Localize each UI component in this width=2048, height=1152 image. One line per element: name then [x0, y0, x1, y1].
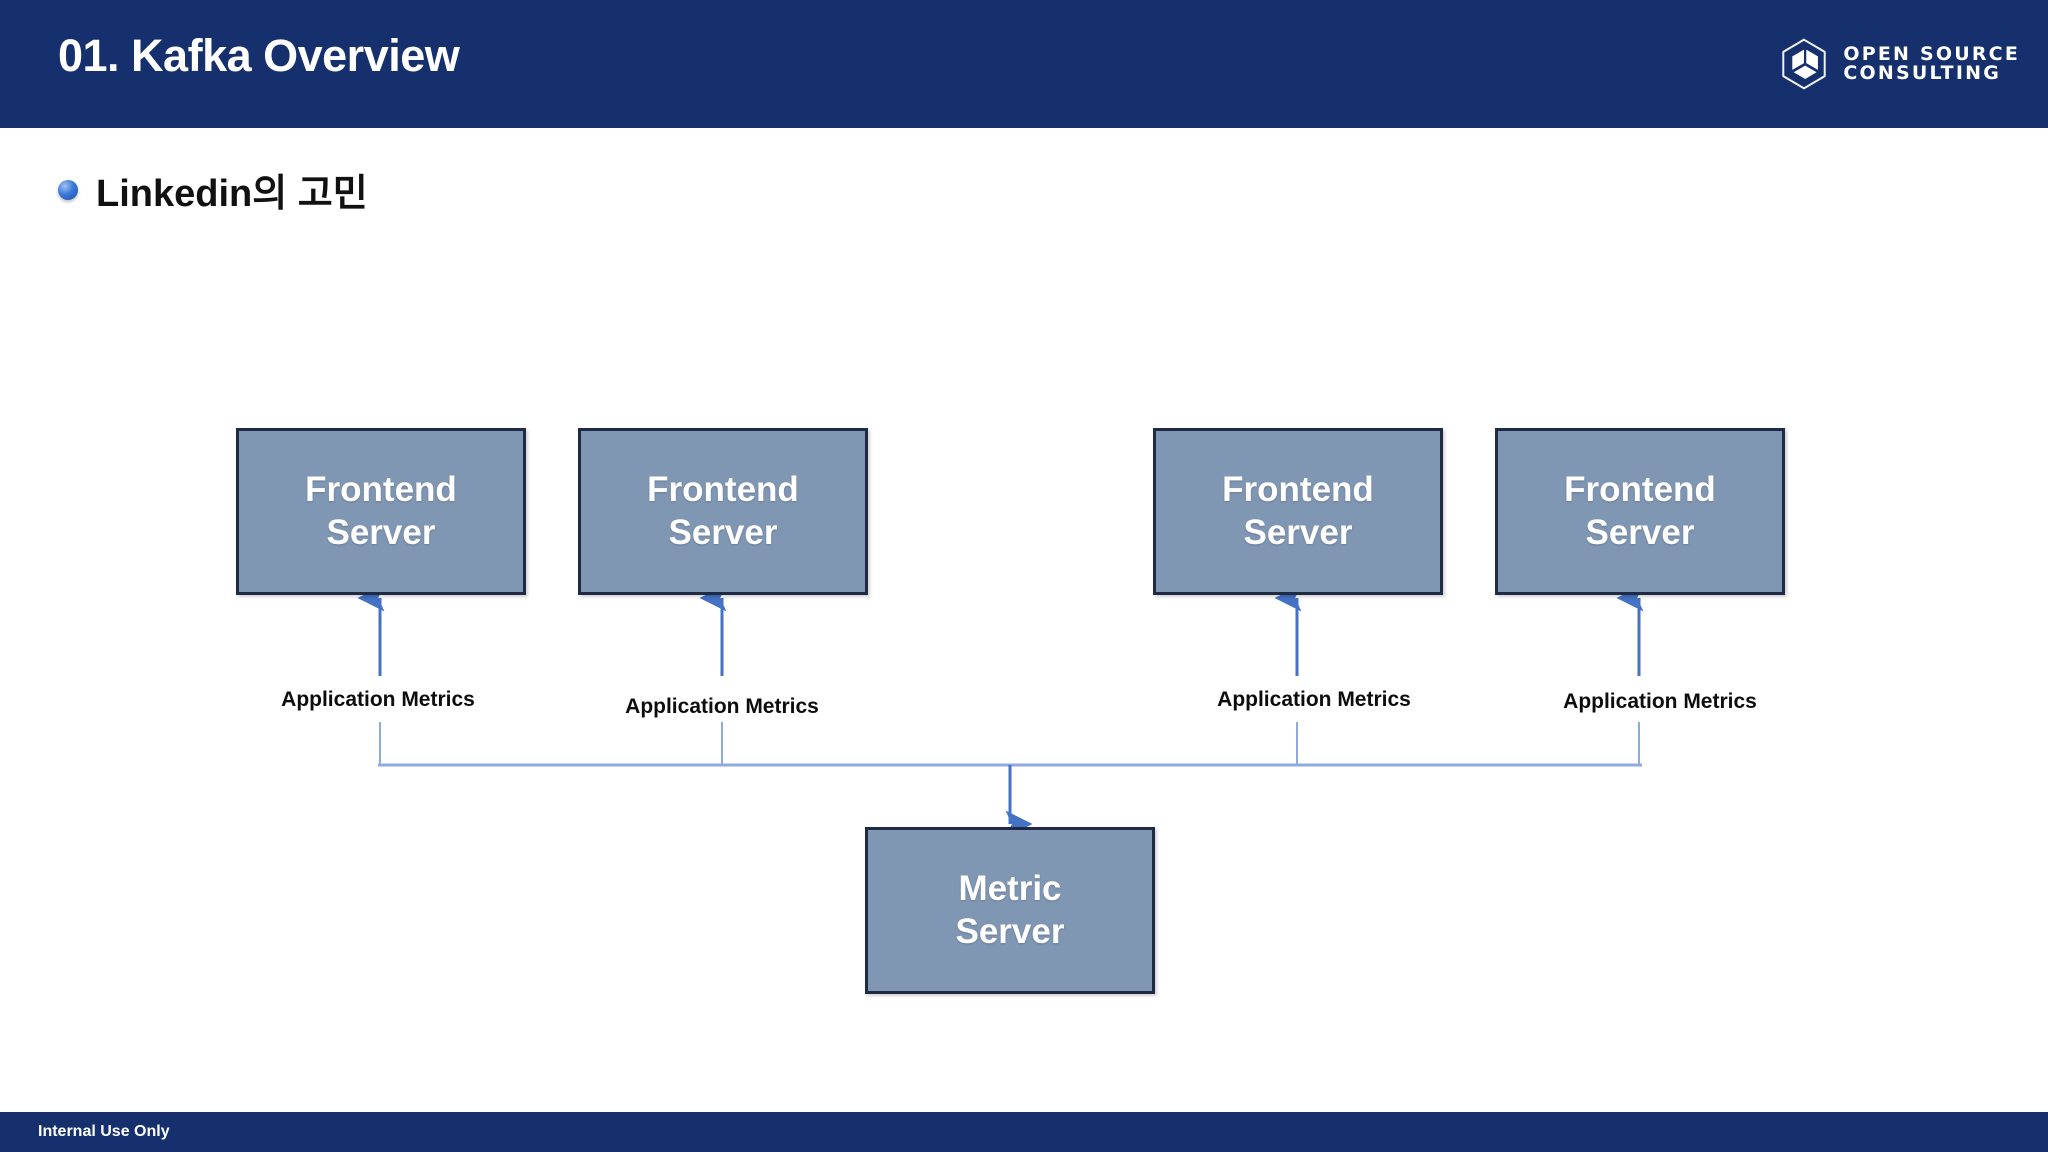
footer-label: Internal Use Only [38, 1123, 170, 1140]
node-frontend-2[interactable]: Frontend Server [578, 428, 868, 595]
node-frontend-4[interactable]: Frontend Server [1495, 428, 1785, 595]
edge-label-application-metrics-2: Application Metrics [625, 695, 819, 718]
node-label: Metric Server [955, 868, 1065, 951]
edge-label-application-metrics-1: Application Metrics [281, 688, 475, 711]
edge-label-application-metrics-3: Application Metrics [1217, 688, 1411, 711]
node-frontend-1[interactable]: Frontend Server [236, 428, 526, 595]
logo-wordmark: OPEN SOURCE CONSULTING [1843, 42, 2020, 84]
bullet-dot-icon [58, 179, 78, 200]
logo-line-2: CONSULTING [1843, 62, 2002, 84]
hexagon-logo-icon [1782, 38, 1827, 90]
logo-line-1: OPEN SOURCE [1843, 42, 2020, 65]
node-label: Frontend Server [1222, 469, 1374, 552]
node-label: Frontend Server [647, 469, 799, 552]
section-heading-label: Linkedin의 고민 [96, 173, 368, 215]
page-title: 01. Kafka Overview [58, 30, 460, 81]
node-label: Frontend Server [305, 469, 457, 552]
node-label: Frontend Server [1564, 469, 1716, 552]
edge-label-application-metrics-4: Application Metrics [1563, 690, 1757, 713]
node-metric-server[interactable]: Metric Server [865, 827, 1155, 994]
section-heading: Linkedin의 고민 [58, 162, 368, 217]
header-bar [0, 0, 2048, 128]
footer-bar: Internal Use Only [0, 1112, 2048, 1152]
node-frontend-3[interactable]: Frontend Server [1153, 428, 1443, 595]
brand-logo: OPEN SOURCE CONSULTING [1777, 36, 2020, 92]
